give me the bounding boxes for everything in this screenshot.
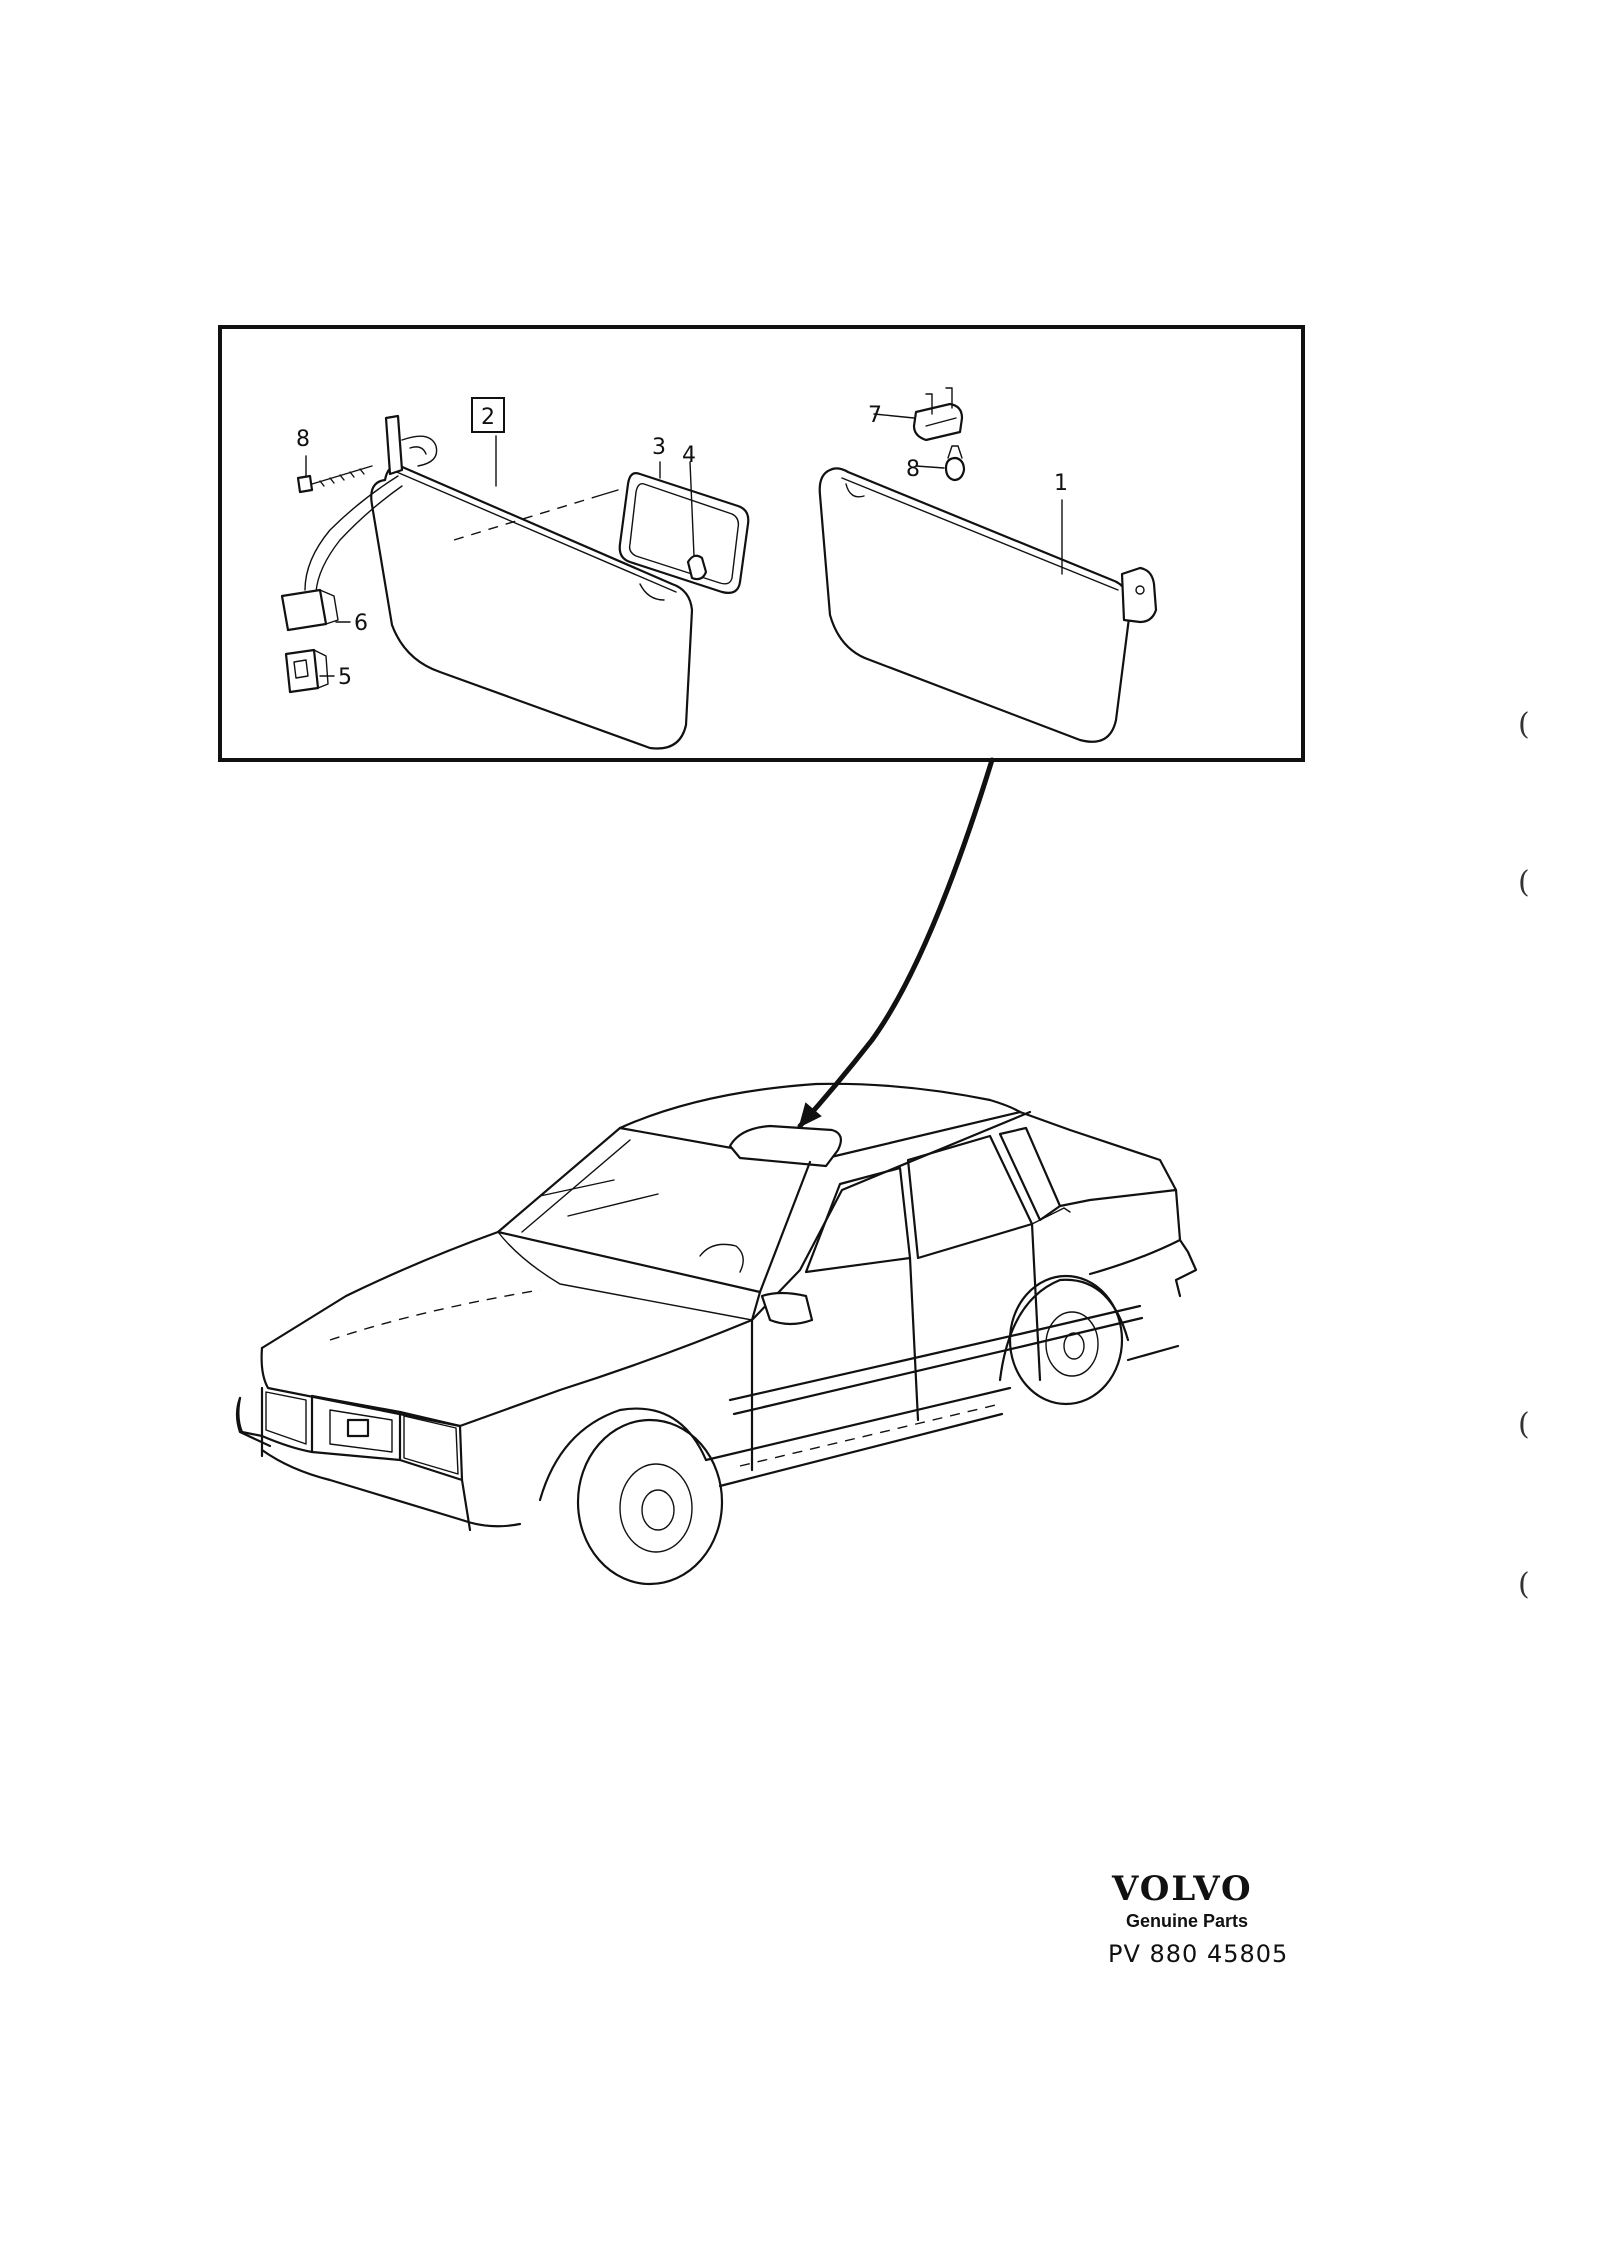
callout-3: 3: [652, 435, 666, 460]
visor-hinge-right: [1120, 566, 1158, 624]
screw-right: [944, 445, 966, 482]
detail-pointer: [797, 757, 995, 1129]
sun-visor-right: [818, 467, 1132, 743]
wiring-harness: [304, 475, 403, 593]
volvo-logo: VOLVO: [1111, 1869, 1253, 1909]
callout-6: 6: [354, 611, 368, 636]
callout-leaders: [305, 413, 1063, 677]
detail-frame: [218, 325, 1305, 762]
visor-hinge-left: [384, 414, 438, 476]
margin-mark-4: (: [1518, 1567, 1530, 1602]
clip-5: [284, 648, 329, 694]
screw-left: [296, 465, 373, 494]
callout-2: 2: [481, 405, 495, 430]
vanity-mirror-3: [618, 472, 750, 594]
part-number: PV 880 45805: [1108, 1940, 1288, 1968]
callout-1: 1: [1054, 471, 1068, 496]
margin-mark-1: (: [1518, 707, 1530, 742]
visor-holder-7: [912, 387, 964, 442]
connector-6: [280, 588, 339, 632]
margin-mark-2: (: [1518, 865, 1530, 900]
car-illustration: [235, 1082, 1198, 1586]
mirror-clip-4: [686, 554, 708, 581]
callout-8-left: 8: [296, 427, 310, 452]
callout-7: 7: [868, 403, 882, 428]
callout-5: 5: [338, 665, 352, 690]
callout-8-right: 8: [906, 457, 920, 482]
callout-4: 4: [682, 443, 696, 468]
margin-mark-3: (: [1518, 1407, 1530, 1442]
callout-2-box: [471, 397, 505, 433]
genuine-parts-text: Genuine Parts: [1126, 1911, 1248, 1931]
